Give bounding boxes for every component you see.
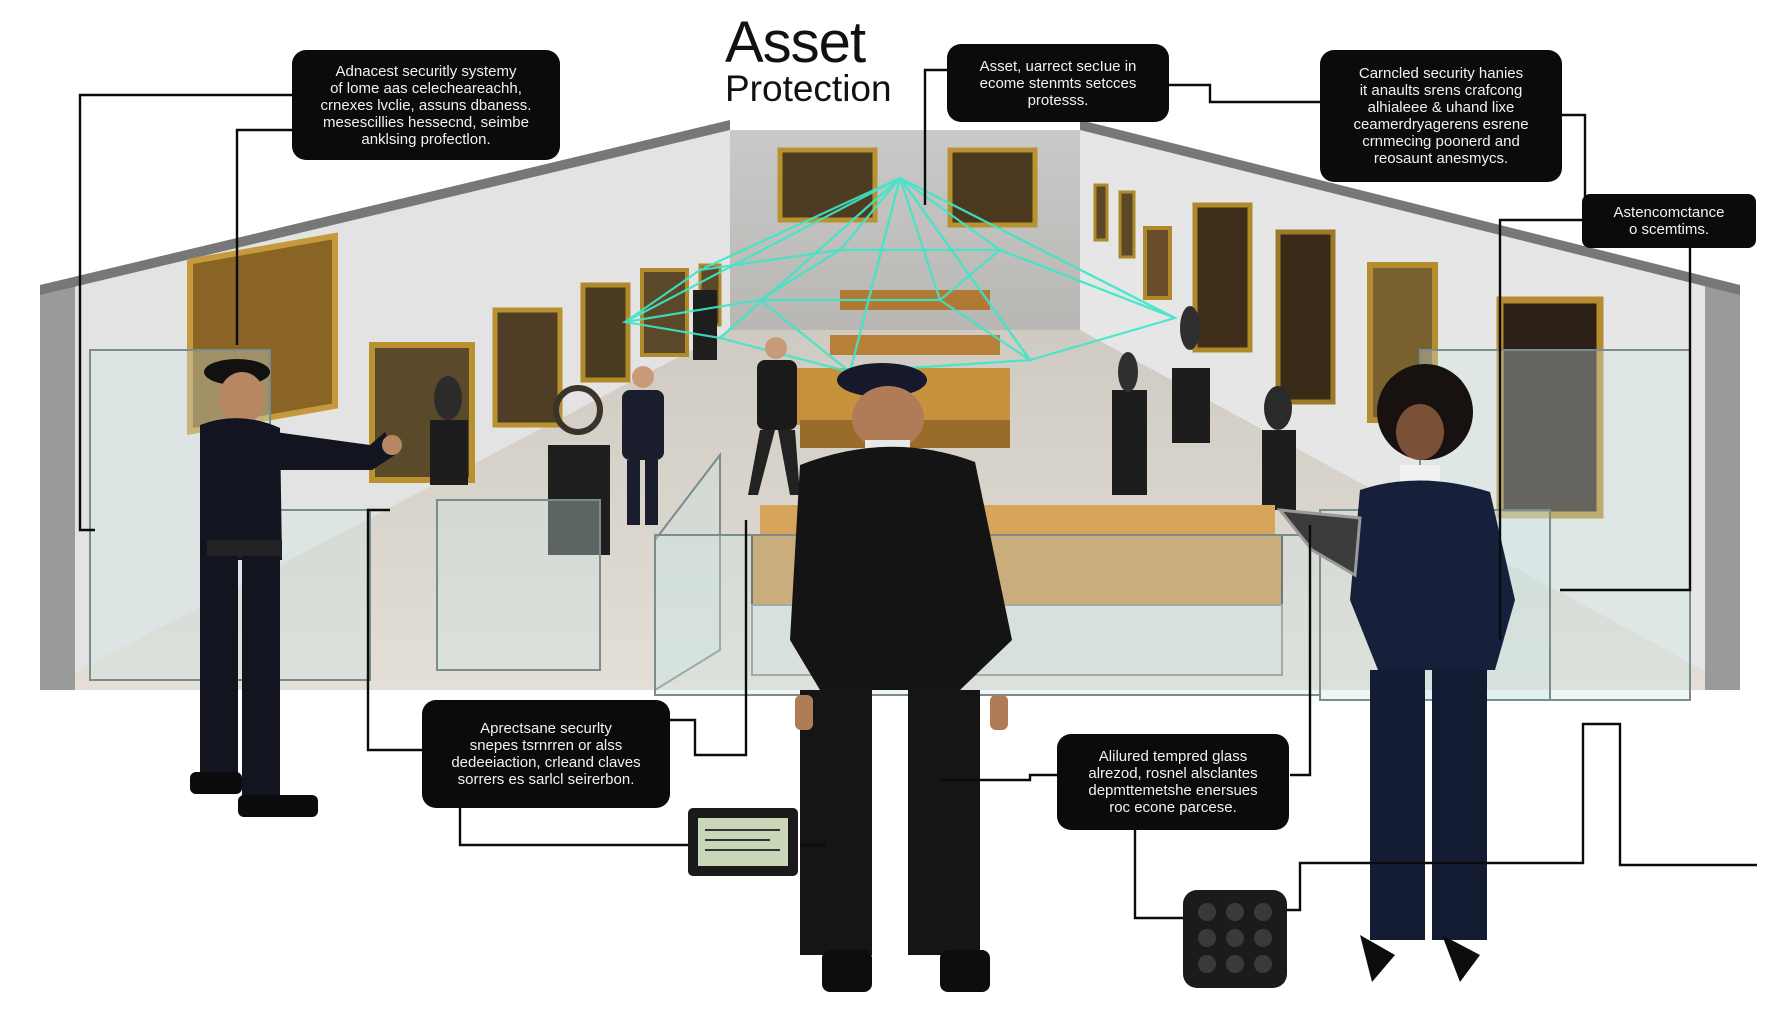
callout-top-center: Asset, uarrect secIue in ecome stenmts s…: [947, 44, 1169, 122]
callout-line: Adnacest securitly systemy: [335, 62, 517, 80]
callout-line: dedeeiaction, crleand claves: [451, 754, 641, 771]
callout-line: Astencomctance: [1613, 204, 1725, 221]
callout-line: alhialeee & uhand lixe: [1367, 99, 1515, 116]
callout-bottom-right: Alilured tempred glass alrezod, rosnel a…: [1057, 734, 1289, 830]
tablet-icon: [1276, 508, 1362, 578]
callout-line: o scemtims.: [1628, 221, 1709, 238]
callout-line: alrezod, rosnel alsclantes: [1088, 765, 1258, 782]
callout-line: mesescillies hessecnd, seimbe: [323, 113, 529, 131]
callout-line: reosaunt anesmycs.: [1373, 150, 1509, 167]
title-line-2: Protection: [725, 68, 892, 109]
visitor-figures: [622, 337, 800, 525]
keypad-icon: [1183, 890, 1287, 988]
security-guard-center: [790, 363, 1012, 992]
connector-lines: [78, 68, 1757, 920]
callout-line: snepes tsrnrren or alss: [469, 737, 623, 754]
callout-top-left: Adnacest securitly systemy of lome aas c…: [292, 50, 560, 160]
woman-with-tablet: [1276, 364, 1515, 982]
callout-line: protesss.: [1027, 91, 1089, 109]
laser-grid: [621, 177, 1178, 374]
callout-line: crnmecing poonerd and: [1362, 133, 1520, 150]
callout-line: Carncled security hanies: [1358, 65, 1524, 82]
callout-line: Asset, uarrect secIue in: [979, 57, 1137, 75]
callout-line: anklsing profectlon.: [361, 130, 491, 148]
callout-far-right: Astencomctance o scemtims.: [1582, 194, 1756, 248]
title-line-1: Asset: [725, 10, 866, 75]
callout-line: crnexes lvclie, assuns dbaness.: [320, 96, 532, 114]
callout-line: it anaults srens crafcong: [1359, 82, 1523, 99]
callout-line: ecome stenmts setcces: [979, 74, 1137, 92]
callout-line: sorrers es sarlcl seirerbon.: [457, 771, 635, 788]
callout-line: Alilured tempred glass: [1098, 748, 1248, 765]
control-panel-icon: [688, 808, 798, 876]
callout-line: ceamerdryagerens esrene: [1353, 116, 1529, 133]
security-guard-left: [190, 359, 402, 817]
paintings-back: [777, 147, 1038, 228]
callout-top-right: Carncled security hanies it anaults sren…: [1320, 50, 1562, 182]
callout-line: Aprectsane securlty: [480, 720, 612, 737]
callout-line: depmttemetshe enersues: [1088, 782, 1258, 799]
callout-line: of lome aas celecheareachh,: [330, 79, 522, 97]
callout-bottom-left: Aprectsane securlty snepes tsrnrren or a…: [422, 700, 670, 808]
callout-line: roc econe parcese.: [1109, 799, 1237, 816]
